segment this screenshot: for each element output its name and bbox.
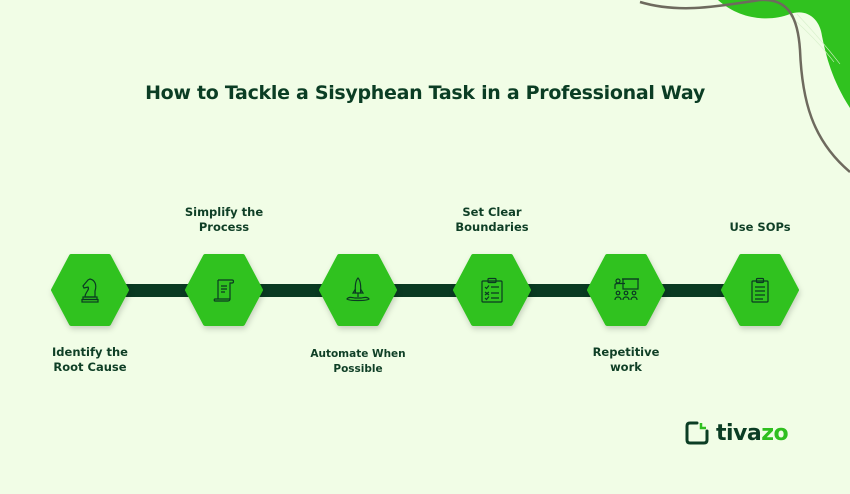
hexagon (185, 254, 263, 326)
step-label: Use SOPs (729, 220, 791, 234)
checklist-clipboard-icon (481, 277, 503, 303)
rocket-launch-icon (346, 277, 370, 302)
hexagon (319, 254, 397, 326)
clipboard-icon (751, 277, 769, 303)
hexagon (51, 254, 129, 326)
presentation-training-icon (614, 278, 639, 301)
tivazo-logo: tivazo (684, 419, 789, 447)
page-title: How to Tackle a Sisyphean Task in a Prof… (145, 82, 705, 104)
hexagon (587, 254, 665, 326)
logo-mark-icon (685, 421, 709, 445)
logo-text: tivazo (716, 420, 789, 446)
scroll-document-icon (213, 279, 235, 302)
hexagon (721, 254, 799, 326)
hexagon (453, 254, 531, 326)
chess-knight-icon (81, 278, 99, 303)
